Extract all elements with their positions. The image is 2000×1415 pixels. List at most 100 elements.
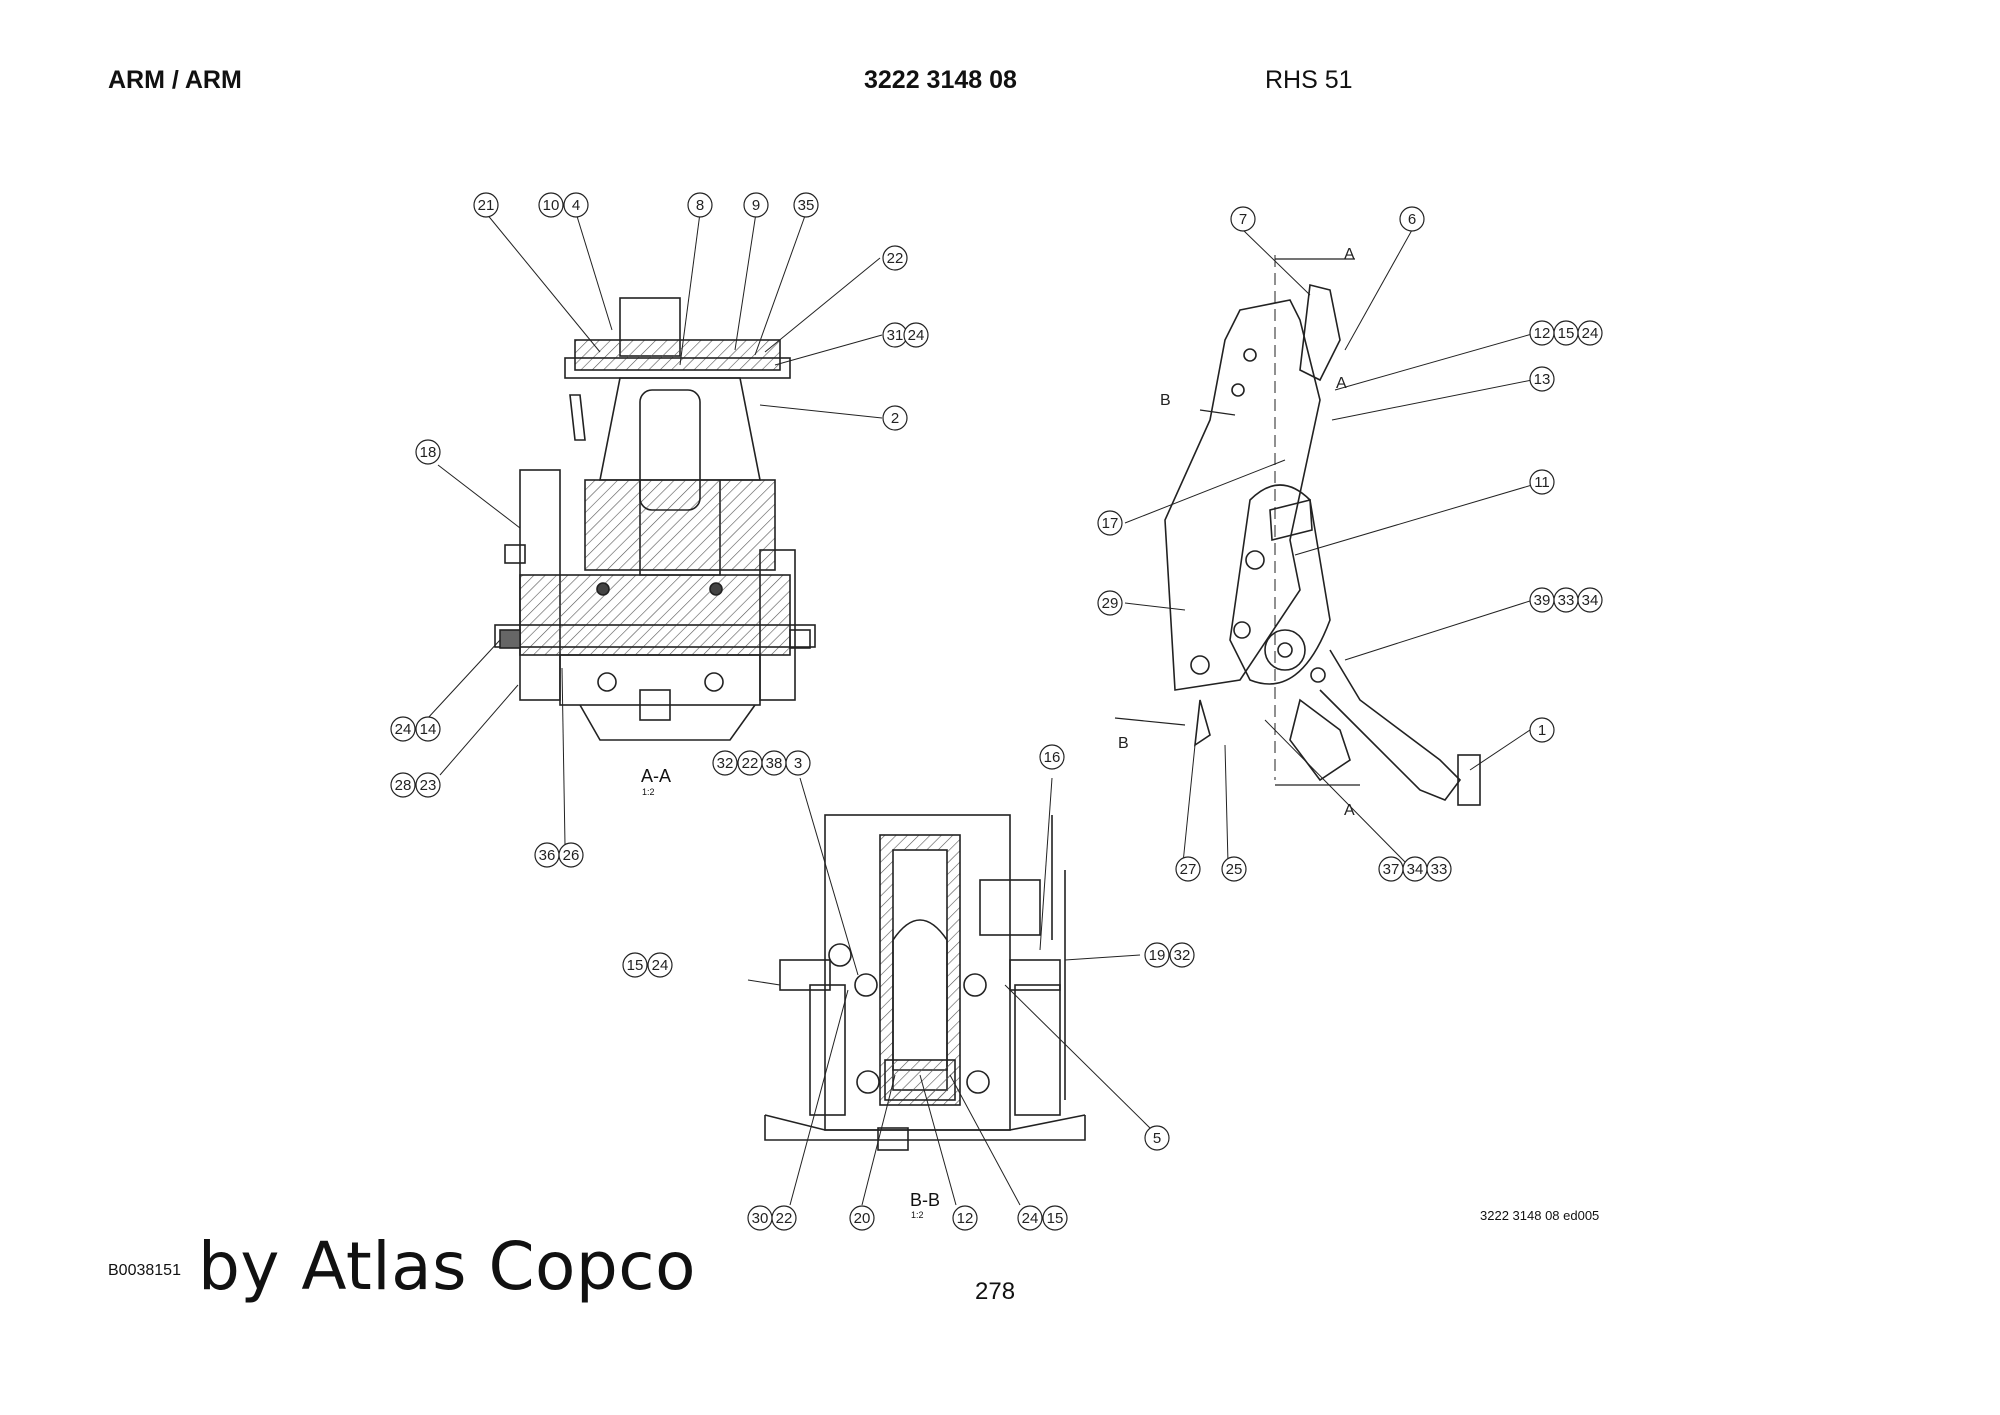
side-view bbox=[1114, 255, 1481, 806]
drawing-reference: 3222 3148 08 ed005 bbox=[1480, 1208, 1600, 1223]
callout-label: 22 bbox=[887, 250, 904, 267]
page-title: ARM / ARM bbox=[108, 66, 242, 94]
callout-label: 33 bbox=[1431, 861, 1448, 878]
marker-a-bottom: A bbox=[1344, 802, 1355, 819]
callout-label: 7 bbox=[1239, 211, 1247, 228]
side-view-leaders bbox=[1124, 229, 1534, 864]
callout-label: 22 bbox=[776, 1210, 793, 1227]
callout-label: 11 bbox=[1534, 474, 1550, 491]
callout-side-11: 34 bbox=[1577, 587, 1603, 613]
callout-side-16: 34 bbox=[1402, 856, 1428, 882]
callout-label: 21 bbox=[478, 197, 495, 214]
callout-aa-15: 36 bbox=[534, 842, 560, 868]
callout-label: 19 bbox=[1149, 947, 1166, 964]
callout-label: 31 bbox=[887, 327, 904, 344]
callout-label: 15 bbox=[627, 957, 644, 974]
callout-label: 25 bbox=[1226, 861, 1243, 878]
callout-side-2: 12 bbox=[1529, 320, 1555, 346]
callout-label: 14 bbox=[420, 721, 437, 738]
callout-bb-15: 15 bbox=[1042, 1205, 1068, 1231]
callout-side-8: 29 bbox=[1097, 590, 1123, 616]
callout-side-4: 24 bbox=[1577, 320, 1603, 346]
callout-bb-13: 12 bbox=[952, 1205, 978, 1231]
callout-label: 12 bbox=[957, 1210, 974, 1227]
callout-aa-4: 9 bbox=[743, 192, 769, 218]
callout-label: 35 bbox=[798, 197, 815, 214]
callout-side-1: 6 bbox=[1399, 206, 1425, 232]
callout-label: 24 bbox=[395, 721, 412, 738]
callout-side-15: 37 bbox=[1378, 856, 1404, 882]
callout-label: 30 bbox=[752, 1210, 769, 1227]
callout-label: 26 bbox=[563, 847, 580, 864]
callout-label: 1 bbox=[1538, 722, 1546, 739]
marker-a-top: A bbox=[1344, 246, 1355, 263]
section-bb-scale: 1:2 bbox=[911, 1210, 924, 1220]
callout-aa-10: 18 bbox=[415, 439, 441, 465]
page-number: 278 bbox=[975, 1278, 1016, 1305]
callout-bb-1: 22 bbox=[737, 750, 763, 776]
callout-bb-7: 19 bbox=[1144, 942, 1170, 968]
callout-label: 15 bbox=[1047, 1210, 1064, 1227]
section-bb-leaders bbox=[747, 777, 1153, 1206]
section-aa-view bbox=[494, 297, 816, 741]
callout-label: 17 bbox=[1102, 515, 1119, 532]
callout-label: 15 bbox=[1558, 325, 1575, 342]
section-aa-label: A-A bbox=[641, 766, 672, 786]
callout-aa-12: 14 bbox=[415, 716, 441, 742]
model-name: RHS 51 bbox=[1265, 66, 1353, 94]
callout-side-14: 25 bbox=[1221, 856, 1247, 882]
callout-label: 29 bbox=[1102, 595, 1119, 612]
callout-label: 8 bbox=[696, 197, 704, 214]
callout-label: 28 bbox=[395, 777, 412, 794]
callout-bb-2: 38 bbox=[761, 750, 787, 776]
callout-side-12: 1 bbox=[1529, 717, 1555, 743]
callout-label: 12 bbox=[1534, 325, 1551, 342]
callout-bb-5: 15 bbox=[622, 952, 648, 978]
marker-b-top: B bbox=[1160, 392, 1171, 409]
callout-aa-14: 23 bbox=[415, 772, 441, 798]
callout-aa-0: 21 bbox=[473, 192, 499, 218]
callout-side-13: 27 bbox=[1175, 856, 1201, 882]
callout-label: 4 bbox=[572, 197, 580, 214]
callout-side-6: 17 bbox=[1097, 510, 1123, 536]
callout-label: 39 bbox=[1534, 592, 1551, 609]
callout-label: 23 bbox=[420, 777, 437, 794]
callout-aa-11: 24 bbox=[390, 716, 416, 742]
callout-aa-9: 2 bbox=[882, 405, 908, 431]
view-markers: A A B B A bbox=[1118, 246, 1355, 819]
callout-label: 22 bbox=[742, 755, 759, 772]
callout-label: 24 bbox=[652, 957, 669, 974]
callout-label: 6 bbox=[1408, 211, 1416, 228]
callout-side-7: 11 bbox=[1529, 469, 1555, 495]
callout-bb-0: 32 bbox=[712, 750, 738, 776]
callout-label: 27 bbox=[1180, 861, 1197, 878]
callout-bb-9: 5 bbox=[1144, 1125, 1170, 1151]
callout-label: 2 bbox=[891, 410, 899, 427]
callout-side-3: 15 bbox=[1553, 320, 1579, 346]
callout-label: 3 bbox=[794, 755, 802, 772]
callout-side-17: 33 bbox=[1426, 856, 1452, 882]
callout-bb-12: 20 bbox=[849, 1205, 875, 1231]
callout-aa-1: 10 bbox=[538, 192, 564, 218]
callout-bb-6: 24 bbox=[647, 952, 673, 978]
callout-aa-5: 35 bbox=[793, 192, 819, 218]
section-aa-leaders bbox=[426, 212, 883, 846]
callout-label: 34 bbox=[1582, 592, 1599, 609]
callout-bb-11: 22 bbox=[771, 1205, 797, 1231]
part-number: 3222 3148 08 bbox=[864, 66, 1017, 94]
callout-side-0: 7 bbox=[1230, 206, 1256, 232]
callout-label: 9 bbox=[752, 197, 760, 214]
marker-b-bottom: B bbox=[1118, 735, 1129, 752]
callout-side-9: 39 bbox=[1529, 587, 1555, 613]
callout-label: 16 bbox=[1044, 749, 1061, 766]
callout-label: 33 bbox=[1558, 592, 1575, 609]
callout-side-5: 13 bbox=[1529, 366, 1555, 392]
callout-aa-16: 26 bbox=[558, 842, 584, 868]
callout-label: 18 bbox=[420, 444, 437, 461]
callout-bb-3: 3 bbox=[785, 750, 811, 776]
marker-a-mid: A bbox=[1336, 375, 1347, 392]
callout-aa-6: 22 bbox=[882, 245, 908, 271]
callout-label: 36 bbox=[539, 847, 556, 864]
callout-label: 38 bbox=[766, 755, 783, 772]
